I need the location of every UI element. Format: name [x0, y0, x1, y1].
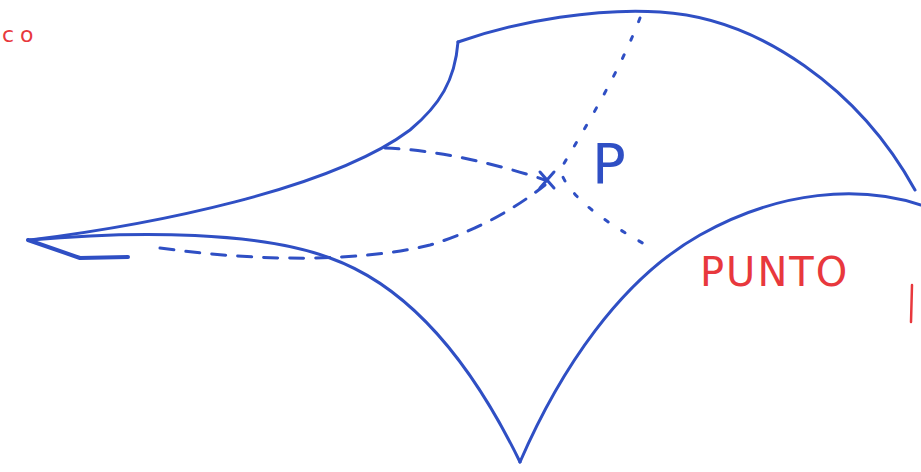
note-text: PUNTO — [700, 252, 849, 292]
point-label: P — [592, 136, 626, 192]
heading-fragment: co — [2, 24, 40, 46]
